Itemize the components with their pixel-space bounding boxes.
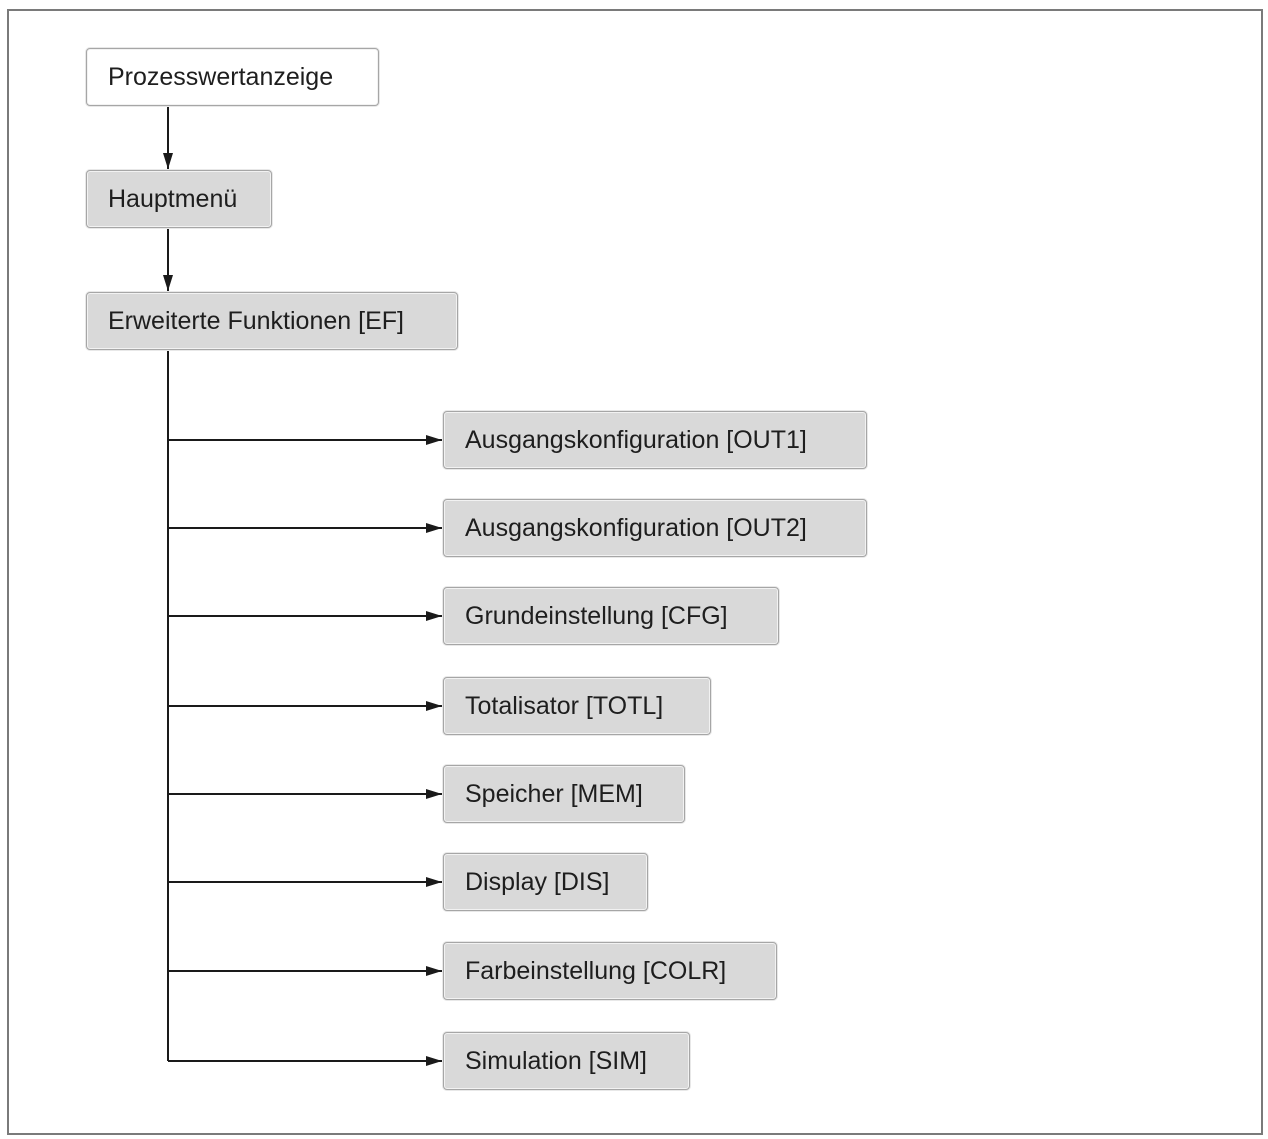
main-menu-box: Hauptmenü (86, 170, 272, 228)
submenu-out2-box: Ausgangskonfiguration [OUT2] (443, 499, 867, 557)
extended-functions-box: Erweiterte Funktionen [EF] (86, 292, 458, 350)
submenu-colr-box: Farbeinstellung [COLR] (443, 942, 777, 1000)
process-display-box: Prozesswertanzeige (86, 48, 379, 106)
submenu-out1-box: Ausgangskonfiguration [OUT1] (443, 411, 867, 469)
submenu-dis-box: Display [DIS] (443, 853, 648, 911)
submenu-sim-box: Simulation [SIM] (443, 1032, 690, 1090)
submenu-mem-box: Speicher [MEM] (443, 765, 685, 823)
submenu-totl-box: Totalisator [TOTL] (443, 677, 711, 735)
submenu-cfg-box: Grundeinstellung [CFG] (443, 587, 779, 645)
